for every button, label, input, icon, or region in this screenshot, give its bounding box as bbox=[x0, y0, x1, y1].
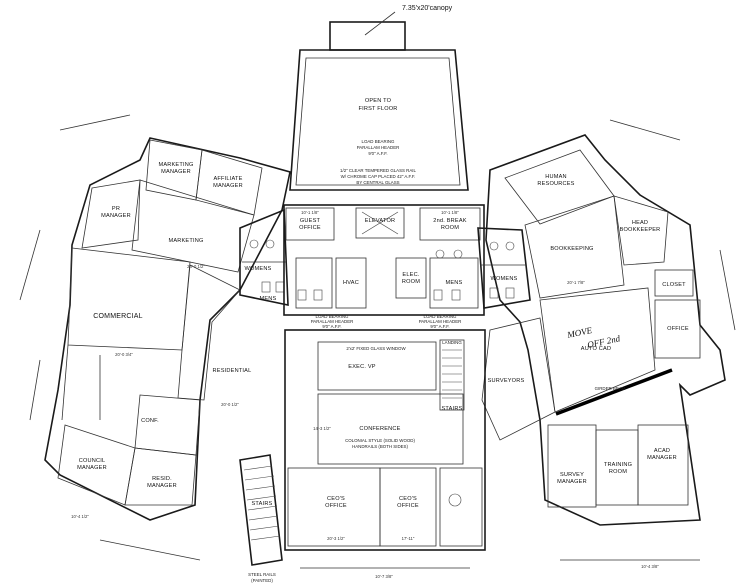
break-room-label-2: ROOM bbox=[441, 225, 459, 231]
dim-left-low: 10'-4 1/2" bbox=[71, 514, 89, 519]
dim-residential: 20'-0 1/2" bbox=[221, 402, 239, 407]
header-right-1: LOAD BEARING bbox=[424, 314, 458, 319]
mens-right-label: MENS bbox=[446, 280, 463, 286]
council-manager-label-2: MANAGER bbox=[77, 465, 107, 471]
elec-room-label: ELEC. bbox=[402, 272, 419, 278]
ceo-office-2-label: CEO'S bbox=[399, 496, 417, 502]
open-to-label: OPEN TO bbox=[365, 98, 392, 104]
conference-note-1: COLONIAL STYLE (SOLID WOOD) bbox=[345, 438, 415, 443]
right-restrooms bbox=[477, 227, 531, 309]
fixed-glass-label: 2'x2' FIXED GLASS WINDOW bbox=[346, 346, 406, 351]
glass-note-1: 1/2" CLEAR TEMPERED GLASS RAIL bbox=[340, 168, 416, 173]
elec-room-label-2: ROOM bbox=[402, 279, 420, 285]
open-to-below: OPEN TO FIRST FLOOR LOAD BEARING PARALLA… bbox=[289, 49, 469, 191]
canopy-label: 7.35'x20'canopy bbox=[402, 5, 453, 12]
exec-vp-label: EXEC. VP bbox=[348, 364, 375, 370]
training-room-label: TRAINING bbox=[604, 462, 632, 468]
marketing-manager-label: MARKETING bbox=[158, 162, 193, 168]
header-right-3: 9'0" A.F.F. bbox=[430, 324, 449, 329]
ceo-office-2-label-2: OFFICE bbox=[397, 503, 419, 509]
open-to-label-2: FIRST FLOOR bbox=[358, 106, 397, 112]
pr-manager-label-2: MANAGER bbox=[101, 213, 131, 219]
break-room-label: 2nd. BREAK bbox=[433, 218, 466, 224]
marketing-label: MARKETING bbox=[168, 238, 203, 244]
acad-manager-label: ACAD bbox=[654, 448, 670, 454]
dim-commercial: 20'-0 3/4" bbox=[115, 352, 133, 357]
council-manager-label: COUNCIL bbox=[79, 458, 106, 464]
header-top-1: LOAD BEARING bbox=[362, 139, 396, 144]
girder-beam-label: GIRDER BEAM bbox=[595, 386, 626, 391]
stairs-center-label: STAIRS bbox=[442, 406, 463, 412]
dim-break: 10'-1 1/8" bbox=[441, 210, 459, 215]
dimension-lines bbox=[19, 114, 736, 569]
office-right-label: OFFICE bbox=[667, 326, 689, 332]
womens-right-label: WOMENS bbox=[491, 276, 518, 282]
affiliate-manager-label-2: MANAGER bbox=[213, 183, 243, 189]
header-right-2: PARALLAM HEADER bbox=[419, 319, 462, 324]
left-restrooms bbox=[239, 208, 289, 306]
training-room-label-2: ROOM bbox=[609, 469, 627, 475]
dim-guest: 10'-1 1/8" bbox=[301, 210, 319, 215]
landing-label: LANDING bbox=[442, 340, 462, 345]
conference-label: CONFERENCE bbox=[359, 426, 400, 432]
header-left-2: PARALLAM HEADER bbox=[311, 319, 354, 324]
head-bookkeeper-label-2: BOOKKEEPER bbox=[620, 227, 661, 233]
dim-bottom: 10'-7 3/8" bbox=[375, 574, 393, 579]
left-wing bbox=[44, 137, 291, 521]
human-resources-label: HUMAN bbox=[545, 174, 567, 180]
dim-ceo1: 20'-3 1/2" bbox=[327, 536, 345, 541]
acad-manager-label-2: MANAGER bbox=[647, 455, 677, 461]
auto-cad-label: AUTO CAD bbox=[581, 346, 611, 352]
pr-manager-label: PR bbox=[112, 206, 120, 212]
mens-left-label: MENS bbox=[260, 296, 277, 302]
surveyors-label: SURVEYORS bbox=[488, 378, 525, 384]
womens-left-label: WOMENS bbox=[245, 266, 272, 272]
left-stairs bbox=[239, 454, 283, 566]
closet-label: CLOSET bbox=[662, 282, 686, 288]
survey-manager-label: SURVEY bbox=[560, 472, 584, 478]
dim-marketing: 24'-0 1/2" bbox=[187, 264, 205, 269]
dim-right-low: 10'-4 3/8" bbox=[641, 564, 659, 569]
hvac-label: HVAC bbox=[343, 280, 359, 286]
conference-note-2: HANDRAILS (BOTH SIDES) bbox=[352, 444, 408, 449]
header-top-2: PARALLAM HEADER bbox=[357, 145, 400, 150]
steel-rails-label: STEEL RAILS bbox=[248, 572, 276, 577]
human-resources-label-2: RESOURCES bbox=[537, 181, 574, 187]
handwritten-note: MOVE bbox=[565, 325, 593, 340]
conf-label: CONF. bbox=[141, 418, 159, 424]
header-left-3: 9'0" A.F.F. bbox=[322, 324, 341, 329]
girder-beam bbox=[555, 368, 673, 416]
commercial-label: COMMERCIAL bbox=[93, 313, 142, 320]
header-left-1: LOAD BEARING bbox=[316, 314, 350, 319]
right-wing bbox=[481, 134, 726, 526]
marketing-manager-label-2: MANAGER bbox=[161, 169, 191, 175]
dim-ceo2: 17'-11" bbox=[402, 536, 415, 541]
affiliate-manager-label: AFFILIATE bbox=[213, 176, 242, 182]
header-top-3: 9'0" A.F.F. bbox=[368, 151, 387, 156]
canopy: 7.35'x20'canopy bbox=[329, 5, 453, 51]
resid-manager-label-2: MANAGER bbox=[147, 483, 177, 489]
guest-office-label: GUEST bbox=[300, 218, 321, 224]
lower-center bbox=[284, 329, 486, 551]
bookkeeping-label: BOOKKEEPING bbox=[550, 246, 593, 252]
dim-bookkeeping: 20'-1 7/8" bbox=[567, 280, 585, 285]
residential-label: RESIDENTIAL bbox=[213, 368, 252, 374]
stairs-left-label: STAIRS bbox=[252, 501, 273, 507]
survey-manager-label-2: MANAGER bbox=[557, 479, 587, 485]
ceo-office-1-label-2: OFFICE bbox=[325, 503, 347, 509]
dim-conf: 14'-3 1/2" bbox=[313, 426, 331, 431]
glass-note-3: BY CENTRAL GLASS bbox=[356, 180, 399, 185]
steel-rails-label-2: (PAINTED) bbox=[251, 578, 273, 583]
central-core bbox=[283, 204, 485, 316]
head-bookkeeper-label: HEAD bbox=[632, 220, 648, 226]
ceo-office-1-label: CEO'S bbox=[327, 496, 345, 502]
glass-note-2: W/ CHROME CAP PLACED 42" A.F.F. bbox=[341, 174, 416, 179]
resid-manager-label: RESID. bbox=[152, 476, 172, 482]
guest-office-label-2: OFFICE bbox=[299, 225, 321, 231]
elevator-label: ELEVATOR bbox=[365, 218, 396, 224]
